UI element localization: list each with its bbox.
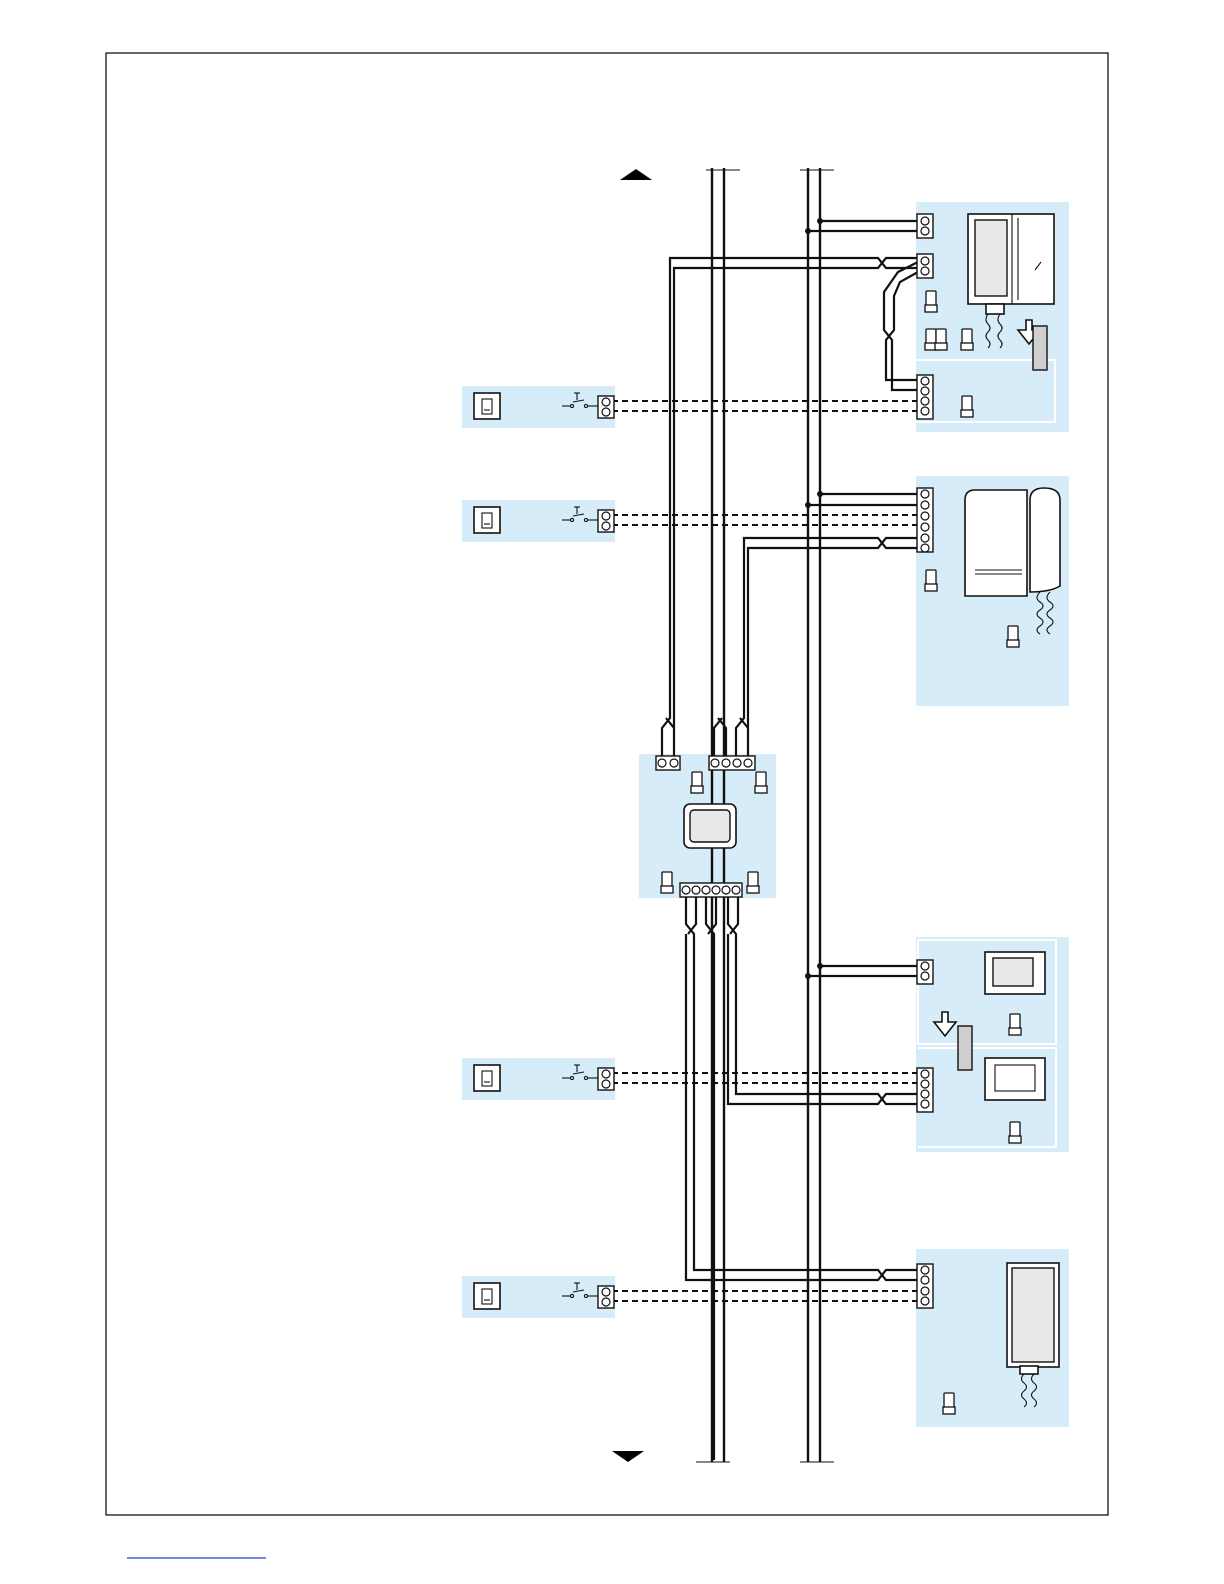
riser-wiring-up bbox=[662, 258, 918, 756]
bus-taps bbox=[805, 218, 918, 979]
ribbon-cable-icon bbox=[1033, 326, 1047, 370]
audio-module-icon bbox=[985, 1058, 1045, 1100]
panels bbox=[462, 202, 1069, 1427]
arrow-up-icon bbox=[620, 169, 652, 180]
arrow-down-icon bbox=[612, 1451, 644, 1462]
video-handset-desk-icon bbox=[965, 490, 1027, 596]
riser-bus-right bbox=[800, 168, 834, 1462]
riser-wiring-down bbox=[686, 897, 918, 1460]
